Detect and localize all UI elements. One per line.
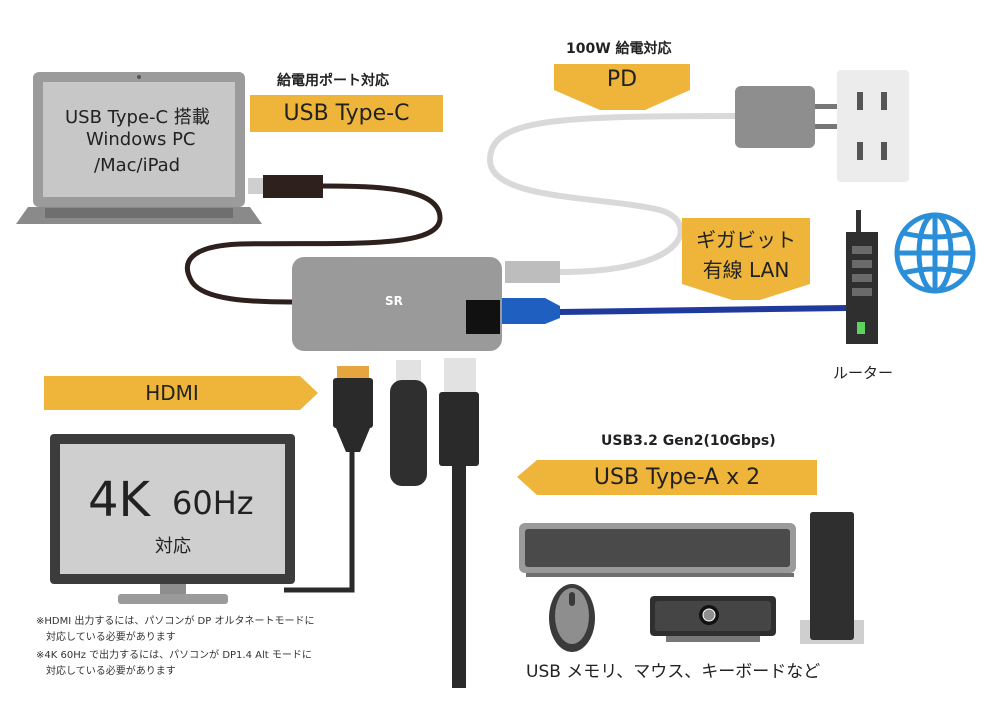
usba-cable — [452, 466, 466, 688]
laptop-text-line2: Windows PC — [86, 129, 196, 150]
pc-cable-plug — [263, 175, 323, 198]
lan-plug — [500, 298, 560, 324]
router-label: ルーター — [833, 364, 894, 382]
router-illustration — [846, 210, 878, 344]
wall-outlet — [837, 70, 909, 182]
hdmi-banner-shape — [44, 376, 318, 410]
laptop-text-line1: USB Type-C 搭載 — [65, 107, 210, 128]
lan-banner-line2: 有線 LAN — [702, 257, 790, 282]
hub-logo: SR — [385, 294, 403, 308]
hdmi-plug — [333, 378, 373, 428]
pd-banner: PD — [606, 66, 638, 92]
laptop-illustration — [16, 72, 262, 224]
pc-cable-plug-end — [248, 178, 264, 194]
usb-stick — [390, 380, 427, 486]
pd-heading: 100W 給電対応 — [566, 41, 672, 57]
monitor-sub: 対応 — [155, 536, 191, 557]
lan-banner-shape — [682, 218, 810, 300]
peripherals-label: USB メモリ、マウス、キーボードなど — [526, 662, 821, 682]
usb-stick-tip — [396, 360, 421, 382]
usba-plug — [439, 392, 479, 466]
pd-plug — [505, 261, 560, 283]
lan-banner-line1: ギガビット — [696, 227, 796, 252]
webcam-illustration — [650, 596, 776, 642]
ac-charger — [735, 86, 837, 148]
note-line3: ※4K 60Hz で出力するには、パソコンが DP1.4 Alt モードに — [36, 650, 312, 661]
tower-pc-illustration — [800, 512, 864, 644]
usbc-heading: 給電用ポート対応 — [277, 73, 389, 89]
usb-hub — [292, 257, 502, 351]
keyboard-illustration — [519, 523, 796, 577]
pd-banner-shape — [554, 64, 690, 110]
laptop-text-line3: /Mac/iPad — [94, 155, 181, 176]
note-line4: 対応している必要があります — [46, 666, 176, 677]
monitor-illustration — [50, 434, 295, 604]
usba-banner: USB Type-A x 2 — [593, 465, 761, 490]
hdmi-cable — [284, 430, 355, 593]
globe-icon — [894, 212, 976, 294]
pd-cable — [486, 113, 741, 275]
note-line2: 対応している必要があります — [46, 632, 176, 643]
note-line1: ※HDMI 出力するには、パソコンが DP オルタネートモードに — [36, 616, 315, 627]
usba-heading: USB3.2 Gen2(10Gbps) — [601, 433, 776, 449]
monitor-res: 4K — [88, 472, 151, 528]
pc-cable — [185, 183, 443, 305]
mouse-illustration — [549, 584, 595, 652]
usba-banner-shape — [517, 460, 817, 495]
monitor-hz: 60Hz — [172, 484, 254, 522]
lan-cable — [559, 305, 848, 315]
usbc-banner-shape — [250, 95, 443, 132]
usba-plug-tip — [444, 358, 476, 392]
hdmi-plug-tip — [337, 366, 369, 378]
hdmi-banner: HDMI — [145, 381, 199, 405]
usbc-banner: USB Type-C — [283, 101, 410, 126]
